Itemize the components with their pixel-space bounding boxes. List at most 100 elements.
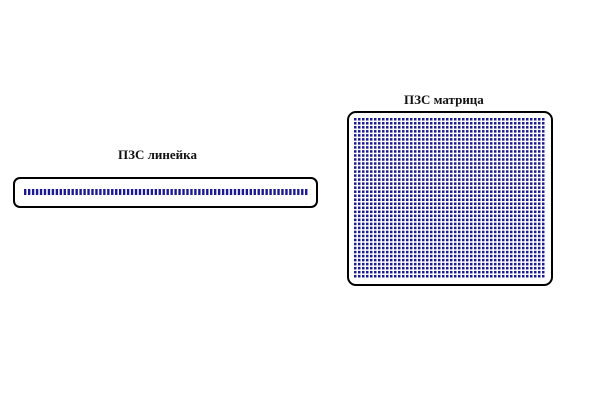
matrix-pixel xyxy=(478,146,481,149)
matrix-pixel xyxy=(514,138,517,141)
matrix-pixel xyxy=(462,206,465,210)
matrix-pixel xyxy=(466,162,469,165)
matrix-pixel xyxy=(446,218,449,222)
matrix-pixel xyxy=(522,198,525,201)
matrix-pixel xyxy=(466,242,469,246)
matrix-pixel xyxy=(498,122,501,125)
matrix-pixel xyxy=(446,202,449,206)
matrix-pixel xyxy=(374,138,377,141)
matrix-pixel xyxy=(386,130,389,133)
matrix-pixel xyxy=(510,206,513,210)
matrix-pixel xyxy=(542,158,545,161)
matrix-pixel xyxy=(398,218,401,222)
matrix-pixel xyxy=(430,174,433,177)
matrix-pixel xyxy=(366,158,369,161)
matrix-pixel xyxy=(538,254,541,258)
matrix-pixel xyxy=(466,170,469,173)
line-pixel xyxy=(217,189,221,195)
matrix-pixel xyxy=(370,254,373,258)
matrix-pixel xyxy=(434,178,437,181)
matrix-pixel xyxy=(482,174,485,177)
matrix-pixel xyxy=(518,266,521,270)
matrix-pixel xyxy=(418,254,421,258)
matrix-pixel xyxy=(394,198,397,201)
matrix-pixel xyxy=(382,122,385,125)
matrix-pixel xyxy=(478,138,481,141)
matrix-pixel xyxy=(414,118,417,121)
matrix-pixel xyxy=(486,218,489,222)
matrix-pixel xyxy=(358,154,361,157)
matrix-pixel xyxy=(454,190,457,193)
matrix-pixel xyxy=(434,174,437,177)
matrix-pixel xyxy=(386,178,389,181)
matrix-pixel xyxy=(358,274,361,278)
matrix-pixel xyxy=(518,186,521,189)
matrix-pixel xyxy=(534,258,537,262)
matrix-pixel xyxy=(482,214,485,218)
matrix-pixel xyxy=(458,170,461,173)
matrix-pixel xyxy=(354,202,357,206)
matrix-pixel xyxy=(518,262,521,266)
matrix-pixel xyxy=(506,166,509,169)
matrix-pixel xyxy=(374,230,377,234)
matrix-pixel xyxy=(518,198,521,201)
line-pixel xyxy=(221,189,225,195)
matrix-pixel xyxy=(498,134,501,137)
matrix-pixel xyxy=(542,138,545,141)
matrix-pixel xyxy=(450,210,453,214)
matrix-pixel xyxy=(390,210,393,214)
matrix-pixel xyxy=(538,166,541,169)
matrix-pixel xyxy=(414,214,417,218)
matrix-pixel xyxy=(490,258,493,262)
matrix-pixel xyxy=(386,222,389,226)
matrix-pixel xyxy=(410,218,413,222)
line-pixel xyxy=(87,189,90,195)
matrix-pixel xyxy=(522,150,525,153)
matrix-pixel xyxy=(426,162,429,165)
matrix-pixel xyxy=(422,178,425,181)
matrix-pixel xyxy=(430,254,433,258)
matrix-pixel xyxy=(362,142,365,145)
matrix-pixel xyxy=(470,122,473,125)
matrix-pixel xyxy=(382,126,385,129)
matrix-pixel xyxy=(386,214,389,218)
matrix-pixel xyxy=(526,138,529,141)
matrix-pixel xyxy=(446,262,449,266)
matrix-pixel xyxy=(514,234,517,238)
matrix-sensor-pixels xyxy=(354,118,545,278)
matrix-pixel xyxy=(410,226,413,230)
matrix-pixel xyxy=(450,218,453,222)
matrix-pixel xyxy=(410,146,413,149)
matrix-pixel xyxy=(458,146,461,149)
matrix-pixel xyxy=(522,222,525,226)
matrix-pixel xyxy=(506,266,509,270)
matrix-pixel xyxy=(458,254,461,258)
matrix-pixel xyxy=(394,234,397,238)
matrix-pixel xyxy=(362,154,365,157)
matrix-pixel xyxy=(514,254,517,258)
line-pixel xyxy=(83,189,86,195)
matrix-pixel xyxy=(470,170,473,173)
matrix-pixel xyxy=(458,274,461,278)
matrix-pixel xyxy=(430,206,433,210)
matrix-pixel xyxy=(494,190,497,193)
matrix-pixel xyxy=(398,118,401,121)
matrix-pixel xyxy=(402,206,405,210)
matrix-pixel xyxy=(534,238,537,242)
matrix-pixel xyxy=(370,202,373,206)
matrix-pixel xyxy=(370,130,373,133)
matrix-pixel xyxy=(434,186,437,189)
matrix-pixel xyxy=(422,150,425,153)
matrix-pixel xyxy=(402,146,405,149)
matrix-pixel xyxy=(494,170,497,173)
matrix-pixel xyxy=(538,206,541,210)
matrix-pixel xyxy=(362,222,365,226)
matrix-pixel xyxy=(402,178,405,181)
matrix-pixel xyxy=(430,226,433,230)
matrix-pixel xyxy=(462,262,465,266)
matrix-pixel xyxy=(466,158,469,161)
matrix-pixel xyxy=(410,154,413,157)
matrix-pixel xyxy=(366,178,369,181)
matrix-pixel xyxy=(406,270,409,274)
matrix-pixel xyxy=(386,262,389,266)
